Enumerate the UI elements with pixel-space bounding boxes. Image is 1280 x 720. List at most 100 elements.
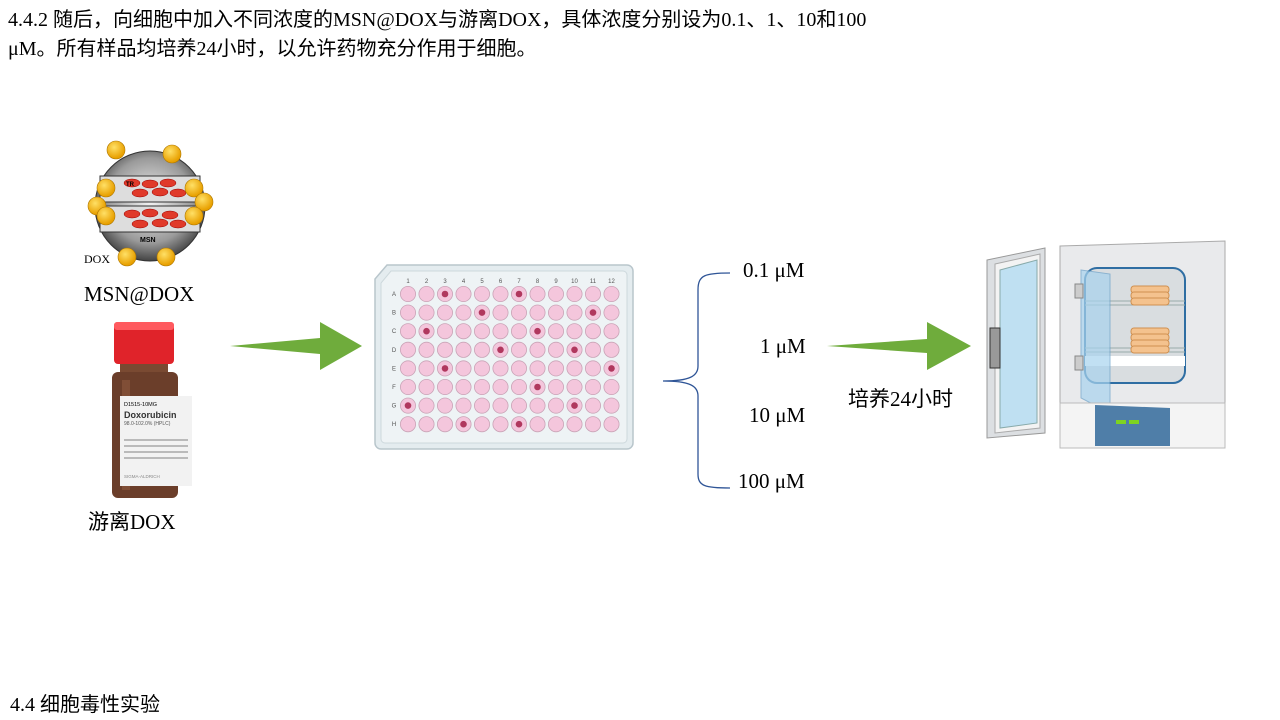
plate-well-H8 — [529, 416, 546, 433]
plate-well-B7 — [510, 304, 527, 321]
plate-row-label: E — [392, 366, 396, 372]
marked-well-dot — [478, 309, 486, 316]
plate-column-label: 7 — [517, 279, 521, 285]
plate-well-A8 — [529, 285, 546, 302]
plate-well-H6 — [492, 416, 509, 433]
concentration-label: 100 μM — [738, 469, 805, 493]
concentration-label: 1 μM — [760, 334, 806, 358]
plate-well-F2 — [418, 379, 435, 396]
free-dox-label: 游离DOX — [88, 510, 176, 534]
marked-well-dot — [404, 402, 412, 409]
plate-well-H2 — [418, 416, 435, 433]
plate-row-label: F — [392, 385, 396, 391]
plate-well-E6 — [492, 360, 509, 377]
plate-well-E1 — [399, 360, 416, 377]
marked-well-dot — [534, 327, 541, 335]
plate-well-F4 — [455, 379, 472, 396]
marked-well-dot — [515, 290, 523, 298]
marked-well-dot — [534, 383, 541, 391]
plate-column-label: 10 — [571, 279, 578, 285]
plate-well-G8 — [529, 397, 546, 414]
msn-dox-nanoparticle-illustration: TR MSN DOX — [84, 140, 214, 267]
plate-well-F7 — [510, 379, 527, 396]
plate-well-B1 — [399, 304, 416, 321]
plate-well-A10 — [566, 285, 583, 302]
plate-row-label: D — [392, 348, 397, 354]
plate-well-F10 — [566, 379, 583, 396]
plate-well-B3 — [437, 304, 454, 321]
plate-well-G2 — [418, 397, 435, 414]
plate-row-label: H — [392, 422, 396, 428]
marked-well-dot — [441, 290, 449, 298]
vial-name: Doxorubicin — [124, 410, 177, 420]
dox-small-label: DOX — [84, 252, 110, 266]
plate-well-B2 — [418, 304, 435, 321]
plate-well-A5 — [474, 285, 491, 302]
plate-well-A9 — [547, 285, 564, 302]
plate-well-E5 — [474, 360, 491, 377]
plate-well-B6 — [492, 304, 509, 321]
marked-well-dot — [497, 346, 504, 354]
plate-well-D4 — [455, 341, 472, 358]
plate-well-G7 — [510, 397, 527, 414]
intro-paragraph: 4.4.2 随后，向细胞中加入不同浓度的MSN@DOX与游离DOX，具体浓度分别… — [8, 6, 1088, 64]
plate-well-E7 — [510, 360, 527, 377]
plate-well-D12 — [603, 341, 620, 358]
plate-well-F12 — [603, 379, 620, 396]
plate-well-A1 — [399, 285, 416, 302]
incubator-illustration — [986, 240, 1226, 449]
vial-purity: 98.0-102.0% (HPLC) — [124, 421, 171, 427]
plate-well-E9 — [547, 360, 564, 377]
doxorubicin-vial-illustration: D1515-10MG Doxorubicin 98.0-102.0% (HPLC… — [112, 322, 192, 498]
plate-well-B10 — [566, 304, 583, 321]
plate-column-label: 3 — [443, 279, 447, 285]
plate-well-C4 — [455, 323, 472, 340]
plate-well-A11 — [584, 285, 601, 302]
plate-well-C11 — [584, 323, 601, 340]
msn-dox-label: MSN@DOX — [84, 282, 195, 306]
plate-well-F11 — [584, 379, 601, 396]
plate-well-D2 — [418, 341, 435, 358]
plate-row-label: B — [392, 311, 396, 317]
plate-well-B4 — [455, 304, 472, 321]
plate-well-C12 — [603, 323, 620, 340]
plate-well-D3 — [437, 341, 454, 358]
marked-well-dot — [441, 365, 449, 372]
plate-well-G5 — [474, 397, 491, 414]
plate-well-F6 — [492, 379, 509, 396]
plate-well-D5 — [474, 341, 491, 358]
plate-well-G11 — [584, 397, 601, 414]
plate-column-label: 8 — [536, 279, 540, 285]
incubation-label: 培养24小时 — [848, 387, 953, 411]
plate-well-F1 — [399, 379, 416, 396]
plate-well-C3 — [437, 323, 454, 340]
plate-column-label: 5 — [480, 279, 484, 285]
plate-well-D9 — [547, 341, 564, 358]
plate-well-G9 — [547, 397, 564, 414]
vial-code: D1515-10MG — [124, 402, 157, 408]
plate-well-F3 — [437, 379, 454, 396]
tr-label: TR — [126, 182, 135, 188]
plate-column-label: 9 — [554, 279, 558, 285]
plate-well-E2 — [418, 360, 435, 377]
plate-well-C7 — [510, 323, 527, 340]
plate-well-C1 — [399, 323, 416, 340]
plate-well-D11 — [584, 341, 601, 358]
plate-well-E4 — [455, 360, 472, 377]
concentration-label: 10 μM — [749, 403, 806, 427]
plate-well-B9 — [547, 304, 564, 321]
plate-well-D7 — [510, 341, 527, 358]
plate-well-G12 — [603, 397, 620, 414]
plate-column-label: 12 — [608, 279, 615, 285]
plate-well-A12 — [603, 285, 620, 302]
concentration-brace — [662, 272, 731, 489]
marked-well-dot — [460, 420, 467, 428]
plate-column-label: 1 — [406, 279, 410, 285]
marked-well-dot — [423, 327, 430, 335]
plate-well-A4 — [455, 285, 472, 302]
marked-well-dot — [571, 346, 578, 354]
arrow-right-icon — [230, 322, 362, 370]
plate-row-label: G — [392, 404, 397, 410]
plate-row-label: C — [392, 329, 397, 335]
